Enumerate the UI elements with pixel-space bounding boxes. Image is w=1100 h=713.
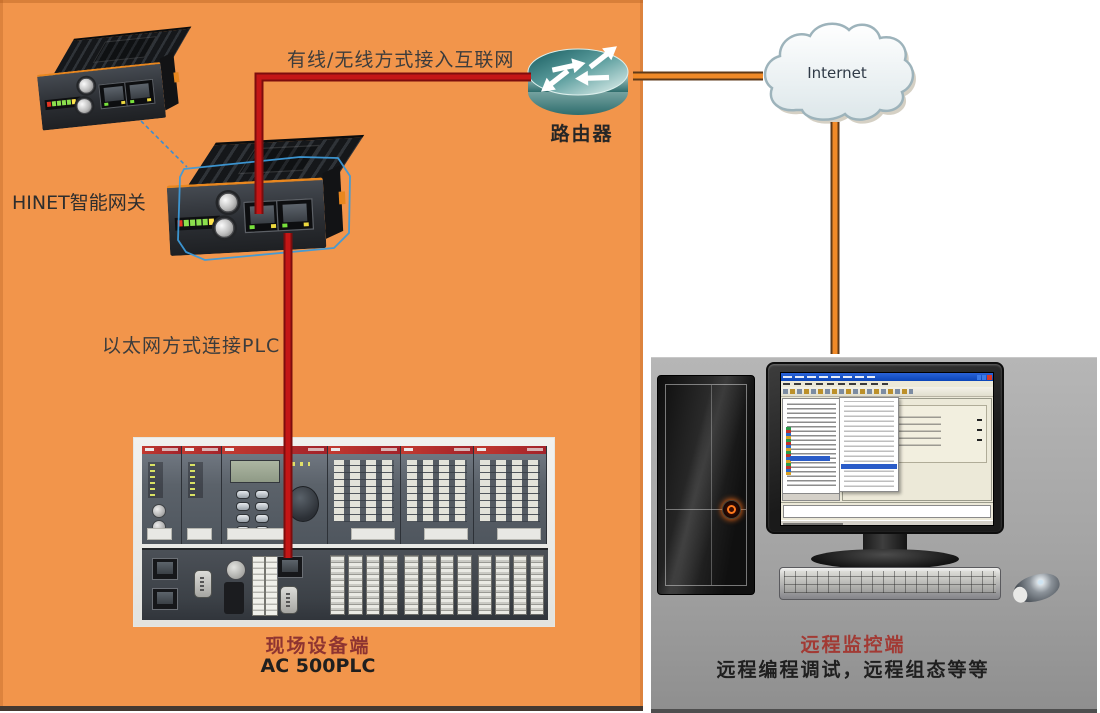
app-message-panel — [781, 502, 993, 520]
internet-cloud-icon — [763, 22, 916, 124]
plc-io-module — [401, 446, 474, 544]
plc-io-module — [474, 446, 547, 544]
plc-module-header — [328, 446, 400, 454]
plc-io-label-grid — [334, 460, 394, 522]
plc-terminal-block — [478, 555, 544, 615]
plc-module-header — [401, 446, 473, 454]
plc-dial — [287, 486, 319, 522]
plc-lcd-display — [230, 460, 280, 483]
plc-label-strip — [227, 528, 290, 540]
gateway-mount-tab — [338, 191, 346, 205]
plc-ethernet-port-linked — [277, 556, 303, 578]
plc-ethernet-port — [152, 558, 178, 580]
lan-port — [124, 78, 156, 107]
plc-rack-icon — [133, 437, 555, 627]
remote-caption-subtitle: 远程编程调试，远程组态等等 — [716, 659, 990, 681]
plc-label-strip — [147, 528, 172, 540]
app-status-bar — [781, 520, 993, 525]
gateway-front-panel — [36, 61, 167, 131]
ethernet-link-label: 以太网方式连接PLC — [102, 335, 281, 357]
plc-serial-port — [194, 570, 212, 598]
remote-caption-title: 远程监控端 — [800, 634, 906, 656]
plc-module-row — [142, 446, 548, 544]
plc-label-strip — [424, 528, 468, 540]
tree-tab-strip — [783, 493, 839, 500]
keyboard-icon — [779, 567, 1001, 600]
monitor-icon — [766, 362, 1004, 534]
plc-terminal-block — [404, 555, 472, 615]
gateway-front-panel — [166, 177, 327, 257]
gateway-label: HINET智能网关 — [12, 192, 146, 214]
plc-comm-module — [182, 446, 222, 544]
power-button-icon — [722, 500, 741, 520]
plc-io-label-grid — [480, 460, 540, 522]
tower-panel-seam — [666, 508, 746, 510]
router-icon — [527, 40, 629, 115]
gateway-device-zoomed-icon — [152, 134, 365, 262]
tower-gloss — [658, 376, 754, 594]
plc-rotary-knob — [152, 504, 166, 518]
plc-io-label-grid — [407, 460, 467, 522]
app-menu-bar — [781, 381, 993, 387]
monitor-screen — [780, 372, 994, 526]
plc-connector-body — [224, 582, 244, 614]
tower-panel-seam — [710, 385, 712, 585]
router-label: 路由器 — [550, 123, 614, 145]
plc-module-header — [142, 446, 181, 454]
field-caption-title: 现场设备端 — [265, 635, 371, 657]
plc-status-leds — [284, 462, 310, 466]
plc-cpu-module — [222, 446, 328, 544]
antenna-connector-icon — [77, 76, 96, 95]
plc-terminal-strip — [265, 556, 278, 616]
lan-port — [275, 198, 315, 232]
plc-led-column — [148, 462, 163, 498]
config-checkmarks — [977, 415, 982, 441]
app-main-area — [781, 397, 993, 502]
dropdown-highlighted-item — [841, 464, 897, 469]
plc-label-strip — [351, 528, 395, 540]
gateway-mount-tab — [173, 72, 180, 83]
plc-terminal-block — [330, 555, 398, 615]
plc-label-strip — [187, 528, 212, 540]
plc-comm-module — [142, 446, 182, 544]
field-caption-subtitle: AC 500PLC — [260, 655, 376, 677]
antenna-connector-icon — [217, 191, 239, 214]
app-dropdown-menu — [839, 397, 899, 492]
plc-io-module — [328, 446, 401, 544]
monitor-stand-base — [811, 549, 959, 569]
antenna-connector-icon — [213, 217, 236, 239]
app-title-bar — [781, 373, 993, 381]
plc-module-header — [182, 446, 221, 454]
plc-round-connector — [226, 560, 246, 580]
plc-module-header — [222, 446, 327, 454]
plc-ethernet-port — [152, 588, 178, 610]
tower-pc-icon — [657, 375, 755, 595]
tree-selected-item — [790, 456, 830, 461]
wired-wireless-link-label: 有线/无线方式接入互联网 — [287, 49, 515, 71]
plc-module-header — [474, 446, 546, 454]
plc-led-column — [188, 462, 203, 498]
app-project-tree — [782, 398, 840, 501]
plc-terminal-strip — [252, 556, 265, 616]
plc-serial-port — [280, 586, 298, 614]
plc-label-strip — [497, 528, 541, 540]
app-toolbar — [781, 387, 993, 397]
gateway-device-icon — [24, 26, 192, 135]
plc-terminal-base — [142, 548, 548, 620]
antenna-connector-icon — [75, 97, 94, 115]
internet-label: Internet — [807, 64, 867, 82]
tower-front-bezel — [665, 384, 747, 586]
